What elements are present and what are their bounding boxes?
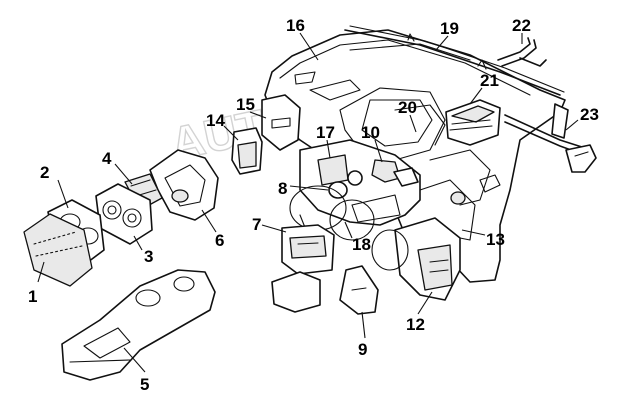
leader-17 xyxy=(326,139,331,159)
part-20-upper-trim xyxy=(394,104,446,146)
leader-5 xyxy=(123,347,146,373)
callout-3: 3 xyxy=(144,247,153,266)
leader-7 xyxy=(261,224,287,233)
leader-10 xyxy=(374,139,383,163)
callout-labels: 1 2 3 4 5 6 7 8 9 10 12 13 14 15 16 17 1… xyxy=(28,16,599,394)
leader-21 xyxy=(469,87,483,105)
part-3-instrument-cluster xyxy=(95,183,153,245)
callout-9: 9 xyxy=(358,340,367,359)
leader-9 xyxy=(361,311,366,339)
part-9-trim-piece xyxy=(339,265,379,315)
glovebox xyxy=(371,217,461,301)
leader-15 xyxy=(249,111,267,119)
leader-16 xyxy=(299,32,319,61)
part-23-bracket xyxy=(504,103,597,173)
callout-13: 13 xyxy=(486,230,505,249)
tray xyxy=(271,271,321,313)
callout-18: 18 xyxy=(352,235,371,254)
callout-15: 15 xyxy=(236,95,255,114)
part-22-clip xyxy=(497,37,547,67)
leader-4 xyxy=(114,163,133,185)
leader-13 xyxy=(461,229,486,236)
callout-5: 5 xyxy=(140,375,149,394)
callout-21: 21 xyxy=(480,71,499,90)
leader-1 xyxy=(37,261,45,283)
leader-6 xyxy=(201,209,217,233)
part-14-switch xyxy=(231,127,263,175)
leader-2 xyxy=(57,179,69,209)
part-5-centre-floor-console xyxy=(61,269,216,381)
callout-7: 7 xyxy=(252,215,261,234)
leader-8 xyxy=(289,185,329,191)
callout-2: 2 xyxy=(40,163,49,182)
callout-4: 4 xyxy=(102,149,112,168)
callout-19: 19 xyxy=(440,19,459,38)
callout-23: 23 xyxy=(580,105,599,124)
callout-12: 12 xyxy=(406,315,425,334)
leader-3 xyxy=(133,235,143,251)
callout-22: 22 xyxy=(512,16,531,35)
callout-16: 16 xyxy=(286,16,305,35)
callout-1: 1 xyxy=(28,287,37,306)
leader-19 xyxy=(435,35,449,51)
callout-14: 14 xyxy=(206,111,225,130)
leader-14 xyxy=(223,125,239,141)
callout-20: 20 xyxy=(398,98,417,117)
callout-6: 6 xyxy=(215,231,224,250)
part-7-radio-housing xyxy=(281,224,335,275)
callout-10: 10 xyxy=(361,123,380,142)
leader-lines xyxy=(37,32,579,373)
leader-18 xyxy=(344,221,353,239)
centre-console xyxy=(289,139,421,251)
part-15-side-panel xyxy=(261,94,301,151)
leader-12 xyxy=(417,291,433,315)
part-21-vent xyxy=(445,99,501,146)
leader-23 xyxy=(565,119,579,131)
part-1-glass-lens xyxy=(23,213,93,287)
callout-8: 8 xyxy=(278,179,287,198)
callout-17: 17 xyxy=(316,123,335,142)
leader-20 xyxy=(409,114,417,133)
